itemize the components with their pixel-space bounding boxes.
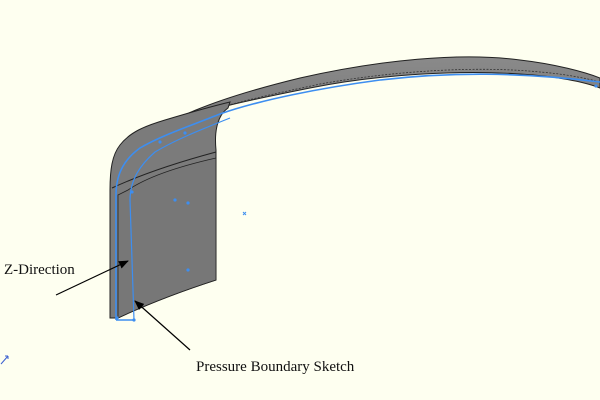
front-wall-surface[interactable] — [117, 157, 217, 319]
axis-triad-icon — [0, 354, 10, 369]
pressure-boundary-label: Pressure Boundary Sketch — [196, 359, 355, 375]
top-surface-inner-edge — [144, 68, 600, 136]
sketch-point[interactable] — [115, 316, 119, 320]
origin-marker-icon — [242, 211, 247, 216]
wall-section-curve — [111, 151, 217, 189]
sketch-points[interactable] — [115, 84, 598, 322]
pressure-boundary-sketch-inner[interactable] — [129, 117, 231, 321]
sketch-point[interactable] — [183, 131, 187, 135]
pressure-boundary-sketch-path[interactable] — [115, 73, 600, 320]
z-direction-arrow — [55, 260, 129, 296]
sketch-point[interactable] — [186, 268, 190, 272]
sketch-point[interactable] — [173, 198, 177, 202]
sketch-point[interactable] — [132, 318, 136, 322]
z-direction-label: Z-Direction — [4, 262, 75, 278]
sketch-point[interactable] — [158, 140, 162, 144]
pressure-boundary-arrow — [134, 300, 191, 351]
sketch-point[interactable] — [130, 190, 134, 194]
sketch-point[interactable] — [594, 84, 598, 88]
sketch-point[interactable] — [186, 201, 190, 205]
